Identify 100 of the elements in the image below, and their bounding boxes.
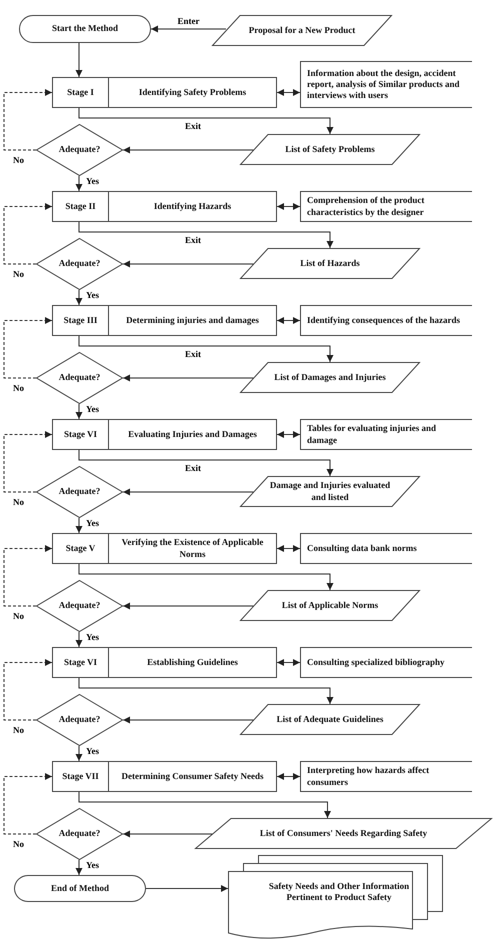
arrow — [78, 450, 334, 476]
input-source-box: Information about the design, accident report, analysis of Similar products and interviews with users — [300, 61, 472, 108]
arrow — [276, 545, 300, 552]
stage-title: Determining Consumer Safety Needs — [120, 770, 265, 783]
data-parallelogram: Proposal for a New Product — [212, 15, 392, 46]
dashed-arrow — [4, 773, 52, 834]
decision-diamond: Adequate? — [36, 580, 123, 632]
stage-number: Stage II — [53, 192, 109, 221]
arrow — [76, 860, 82, 876]
arrow — [76, 632, 82, 648]
arrow — [76, 404, 82, 420]
edge-label: Enter — [176, 17, 200, 26]
arrow — [150, 26, 226, 32]
edge-label: Yes — [85, 861, 100, 870]
edge-label: No — [12, 156, 25, 165]
process-box — [52, 533, 277, 564]
edge-label: Exit — [184, 122, 202, 131]
arrow — [276, 773, 300, 780]
edge-label: Exit — [184, 464, 202, 473]
terminal-shape: Start the Method — [19, 15, 151, 43]
input-source-box: Consulting specialized bibliography — [300, 647, 472, 678]
arrow — [146, 885, 228, 892]
dashed-arrow — [4, 431, 52, 492]
edge-label: Exit — [184, 350, 202, 359]
edge-label: No — [12, 270, 25, 279]
arrow — [78, 336, 334, 362]
data-parallelogram: List of Hazards — [240, 248, 420, 279]
stage-number: Stage V — [53, 534, 109, 563]
data-parallelogram: Damage and Injuries evaluated and listed — [240, 476, 420, 507]
stage-number: Stage VII — [53, 762, 109, 791]
stage-number: Stage III — [53, 306, 109, 335]
input-source-box: Interpreting how hazards affect consumers — [300, 761, 472, 792]
decision-diamond: Adequate? — [36, 238, 123, 290]
arrow — [122, 602, 254, 610]
process-box — [52, 419, 277, 450]
process-box — [52, 647, 277, 678]
arrow — [122, 830, 214, 838]
arrow — [78, 222, 334, 248]
edge-label: Yes — [85, 177, 100, 186]
decision-diamond: Adequate? — [36, 352, 123, 404]
input-source-box: Comprehension of the product characteristics by the designer — [300, 191, 472, 222]
edge-label: Yes — [85, 405, 100, 414]
arrow — [76, 290, 82, 306]
arrow — [76, 746, 82, 762]
arrow — [276, 203, 300, 210]
arrow — [276, 659, 300, 666]
input-source-box: Identifying consequences of the hazards — [300, 305, 472, 336]
arrow — [122, 716, 254, 724]
process-box — [52, 761, 277, 792]
process-box — [52, 191, 277, 222]
decision-diamond: Adequate? — [36, 124, 123, 176]
edge-label: Yes — [85, 633, 100, 642]
edge-label: No — [12, 384, 25, 393]
edge-label: Exit — [184, 236, 202, 245]
process-box — [52, 305, 277, 336]
decision-diamond: Adequate? — [36, 808, 123, 860]
edge-label: Yes — [85, 291, 100, 300]
dashed-arrow — [4, 545, 52, 606]
edge-label: No — [12, 498, 25, 507]
input-source-box: Consulting data bank norms — [300, 533, 472, 564]
stage-title: Verifying the Existence of Applicable Norms — [120, 536, 264, 560]
edge-label: No — [12, 726, 25, 735]
input-source-box: Tables for evaluating injuries and damage — [300, 419, 472, 450]
data-parallelogram: List of Consumers' Needs Regarding Safety — [195, 818, 492, 849]
edge-label: No — [12, 612, 25, 621]
arrow — [76, 518, 82, 534]
data-parallelogram: List of Applicable Norms — [240, 590, 420, 621]
arrow — [78, 678, 334, 704]
dashed-arrow — [4, 659, 52, 720]
arrow — [276, 431, 300, 438]
arrow — [122, 374, 254, 382]
dashed-arrow — [4, 89, 52, 150]
stage-title: Identifying Hazards — [152, 200, 232, 213]
arrow — [78, 108, 334, 134]
edge-label: Yes — [85, 747, 100, 756]
arrow — [122, 146, 254, 154]
stage-title: Establishing Guidelines — [146, 656, 239, 669]
terminal-shape: End of Method — [14, 875, 146, 902]
stage-number: Stage VI — [53, 648, 109, 677]
decision-diamond: Adequate? — [36, 466, 123, 518]
arrow — [78, 564, 334, 590]
edge-label: Yes — [85, 519, 100, 528]
arrow — [78, 792, 331, 818]
process-box — [52, 77, 277, 108]
arrow — [276, 317, 300, 324]
stage-title: Determining injuries and damages — [125, 314, 260, 327]
arrow — [122, 488, 254, 496]
stage-number: Stage VI — [53, 420, 109, 449]
decision-diamond: Adequate? — [36, 694, 123, 746]
data-parallelogram: List of Adequate Guidelines — [240, 704, 420, 735]
stage-number: Stage I — [53, 78, 109, 107]
data-parallelogram: List of Safety Problems — [240, 134, 420, 165]
dashed-arrow — [4, 203, 52, 264]
arrow — [276, 89, 300, 96]
data-parallelogram: List of Damages and Injuries — [240, 362, 420, 393]
arrow — [122, 260, 254, 268]
arrow — [76, 176, 82, 192]
stage-title: Identifying Safety Problems — [138, 86, 248, 99]
dashed-arrow — [4, 317, 52, 378]
edge-label: No — [12, 840, 25, 849]
